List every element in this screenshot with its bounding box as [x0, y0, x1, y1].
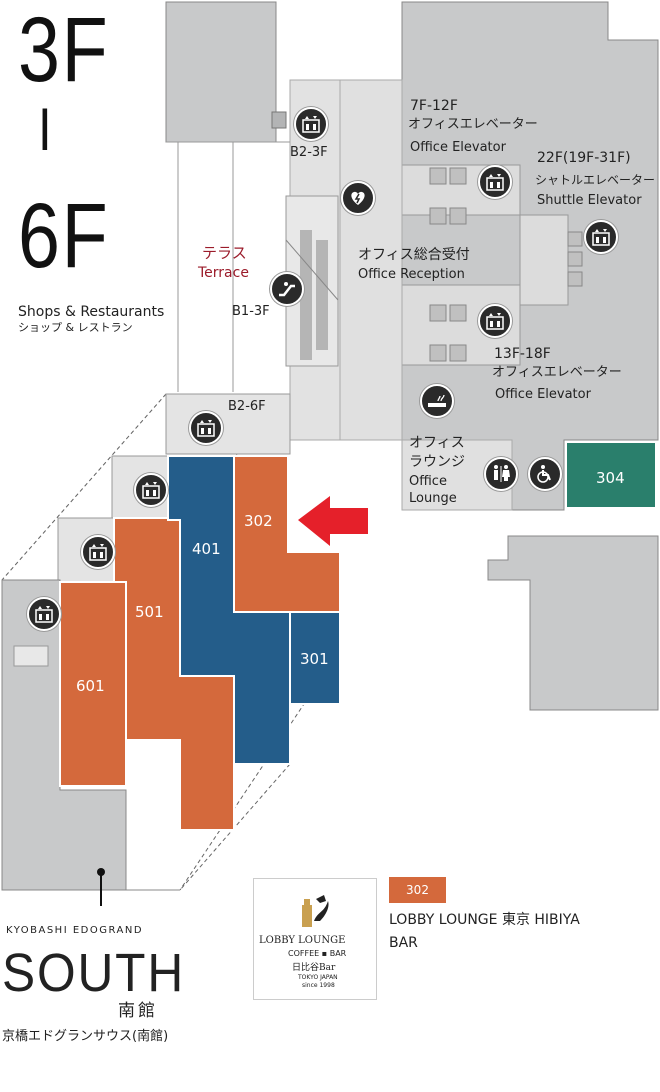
shop-301-number: 301	[300, 650, 329, 668]
office-lounge-ja-1: オフィス	[409, 435, 465, 451]
elevator-icon[interactable]	[134, 473, 168, 507]
category-ja: ショップ & レストラン	[18, 321, 133, 334]
current-location-arrow	[298, 496, 368, 546]
elevator-b2-3f-label: B2-3F	[290, 145, 328, 160]
legend-shop-name-1[interactable]: LOBBY LOUNGE 東京 HIBIYA	[389, 912, 580, 928]
shaker-icon	[302, 895, 329, 927]
elevator-icon[interactable]	[478, 304, 512, 338]
building-kicker: KYOBASHI EDOGRAND	[6, 925, 144, 936]
office-elevator-2-floors: 13F-18F	[494, 346, 551, 362]
building-block-nw	[165, 1, 277, 143]
aed-icon[interactable]	[341, 181, 375, 215]
shop-301[interactable]	[289, 611, 341, 705]
shuttle-elevator-floors: 22F(19F-31F)	[537, 150, 631, 166]
logo-line-5: TOKYO JAPAN	[298, 974, 338, 981]
terrace-label-en: Terrace	[198, 265, 249, 281]
building-name: SOUTH	[2, 943, 186, 1003]
shop-304-number: 304	[596, 469, 625, 487]
restroom-icon[interactable]	[484, 457, 518, 491]
logo-line-6: since 1998	[302, 982, 335, 989]
office-elevator-1-ja: オフィスエレベーター	[408, 117, 538, 132]
terrace-label-ja: テラス	[202, 244, 247, 262]
building-block-se	[487, 535, 659, 711]
escalator-icon[interactable]	[270, 272, 304, 306]
legend-shop-name-2[interactable]: BAR	[389, 935, 418, 951]
elevator-icon[interactable]	[81, 535, 115, 569]
elevator-icon[interactable]	[294, 107, 328, 141]
elevator-icon[interactable]	[478, 165, 512, 199]
floor-top: 3F	[18, 0, 110, 101]
shop-601[interactable]	[59, 581, 127, 787]
shop-304[interactable]	[565, 441, 657, 509]
shop-302-number: 302	[244, 512, 273, 530]
escalator-b1-3f-label: B1-3F	[232, 304, 270, 319]
elevator-icon[interactable]	[189, 411, 223, 445]
floor-divider: I	[38, 96, 54, 163]
shop-501-number: 501	[135, 603, 164, 621]
shop-401-number: 401	[192, 540, 221, 558]
office-elevator-2-ja: オフィスエレベーター	[492, 365, 622, 380]
floor-bottom: 6F	[18, 185, 110, 287]
shuttle-elevator-ja: シャトルエレベーター	[535, 173, 656, 187]
building-full-name-ja: 京橋エドグランサウス(南館)	[2, 1029, 169, 1044]
logo-line-3: COFFEE ▪ BAR	[288, 949, 347, 958]
elevator-b2-6f-label: B2-6F	[228, 399, 266, 414]
office-reception-en: Office Reception	[358, 267, 465, 282]
office-reception-ja: オフィス総合受付	[358, 247, 470, 263]
office-elevator-1-en: Office Elevator	[410, 140, 506, 155]
office-lounge-en-1: Office	[409, 474, 447, 489]
shop-logo-card[interactable]: LOBBY LOUNGE COFFEE ▪ BAR 日比谷Bar TOKYO J…	[253, 878, 377, 1000]
elevator-icon[interactable]	[584, 220, 618, 254]
elevator-icon[interactable]	[27, 597, 61, 631]
shop-601-number: 601	[76, 677, 105, 695]
legend-shop-number-badge: 302	[389, 877, 446, 903]
office-lounge-en-2: Lounge	[409, 491, 457, 506]
office-elevator-2-en: Office Elevator	[495, 387, 591, 402]
logo-line-1: LOBBY LOUNGE	[259, 935, 346, 946]
category-en: Shops & Restaurants	[18, 304, 165, 320]
wheelchair-icon[interactable]	[528, 457, 562, 491]
office-elevator-1-floors: 7F-12F	[410, 98, 458, 114]
shuttle-elevator-en: Shuttle Elevator	[537, 193, 642, 208]
office-lounge-ja-2: ラウンジ	[409, 454, 465, 470]
building-name-ja: 南館	[118, 1001, 158, 1021]
smoking-icon[interactable]	[420, 384, 454, 418]
logo-line-4: 日比谷Bar	[292, 963, 336, 973]
